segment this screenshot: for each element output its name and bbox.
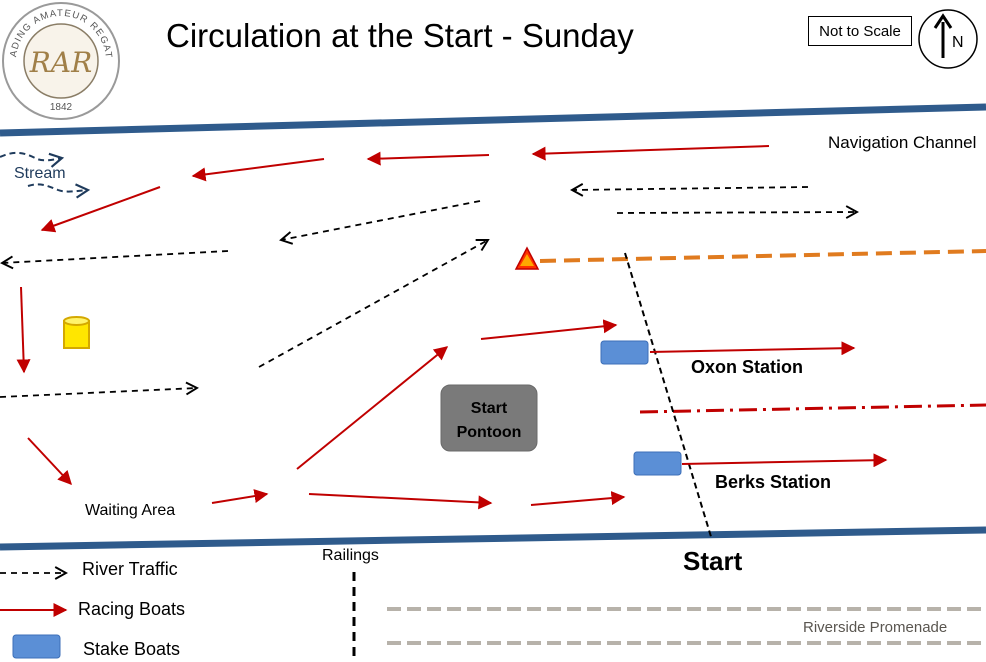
traffic-arrow	[0, 381, 199, 398]
legend-stake-boats-label: Stake Boats	[83, 639, 180, 659]
traffic-arrow	[616, 205, 859, 219]
yellow-buoy-icon	[63, 316, 90, 349]
racing-arrow	[191, 158, 325, 182]
racing-arrow	[27, 437, 72, 486]
racing-arrow	[681, 453, 888, 468]
racing-arrow	[308, 493, 493, 510]
racing-arrow	[40, 186, 161, 233]
scale-note: Not to Scale	[808, 16, 912, 46]
orange-boom-line	[539, 249, 986, 263]
berks-station-label: Berks Station	[715, 472, 831, 492]
racing-arrow	[16, 286, 31, 374]
riverside-promenade-label: Riverside Promenade	[803, 619, 947, 636]
logo-monogram: RAR	[29, 46, 92, 79]
racing-arrow	[531, 145, 770, 161]
south-bank	[0, 526, 986, 551]
racing-arrow	[211, 489, 269, 504]
legend-stake-boats-swatch	[12, 634, 61, 659]
north-bank	[0, 103, 986, 137]
start-pontoon: Start Pontoon	[440, 384, 538, 452]
racing-boat-arrows	[16, 145, 888, 510]
stake-boat-berks	[633, 451, 682, 476]
start-label: Start	[683, 546, 743, 576]
stake-boat-oxon	[600, 340, 649, 365]
regatta-logo: READING AMATEUR REGATTA 1842 RAR	[0, 0, 120, 120]
racing-arrow	[366, 151, 490, 166]
river-traffic-arrows	[0, 183, 859, 398]
logo-year: 1842	[50, 102, 73, 113]
railings-label: Railings	[322, 547, 379, 564]
oxon-station-label: Oxon Station	[691, 357, 803, 377]
racing-arrow	[649, 341, 856, 356]
legend-river-traffic-label: River Traffic	[82, 559, 178, 579]
legend: River Traffic Racing Boats Stake Boats	[0, 559, 185, 659]
racing-arrow	[480, 319, 618, 340]
hazard-triangle-inner	[520, 254, 534, 266]
waiting-area-label: Waiting Area	[85, 502, 175, 519]
red-boom-line	[639, 403, 986, 414]
racing-arrow	[296, 346, 449, 470]
north-label: N	[952, 34, 964, 51]
navigation-channel-label: Navigation Channel	[828, 133, 976, 152]
traffic-arrow	[0, 250, 229, 270]
traffic-arrow	[279, 200, 481, 245]
start-pontoon-label-2: Pontoon	[457, 424, 522, 441]
scale-note-text: Not to Scale	[819, 22, 901, 40]
stream-label: Stream	[14, 165, 66, 182]
racing-arrow	[530, 491, 626, 506]
traffic-arrow	[570, 183, 809, 197]
legend-racing-boats-label: Racing Boats	[78, 599, 185, 619]
page-title: Circulation at the Start - Sunday	[166, 17, 634, 54]
north-arrow-icon: N	[918, 9, 978, 69]
start-line	[624, 252, 713, 541]
start-pontoon-label-1: Start	[471, 400, 508, 417]
traffic-arrow	[258, 239, 490, 368]
stream-indicator: Stream	[0, 151, 91, 199]
